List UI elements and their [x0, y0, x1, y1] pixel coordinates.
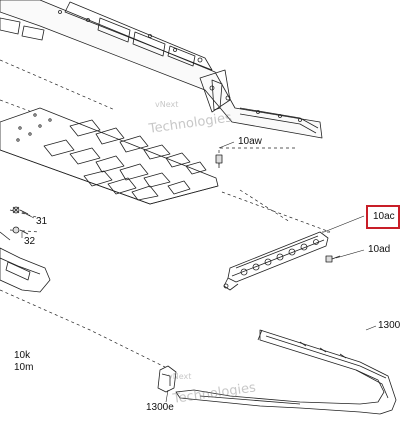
part-10ac	[223, 231, 329, 291]
callout-10k: 10k	[14, 350, 31, 361]
callout-10ad: 10ad	[368, 244, 391, 255]
bracket-1300e	[157, 365, 177, 393]
fastener-10ad	[325, 255, 341, 263]
fastener-10aw	[215, 154, 223, 168]
callout-1300: 1300	[378, 320, 400, 331]
callout-10ac: 10ac	[373, 211, 395, 222]
watermark-line1: vNext	[155, 100, 179, 109]
skid-plate	[0, 107, 219, 205]
callout-1300e: 1300e	[146, 402, 174, 413]
bumper-1300	[175, 329, 397, 415]
frame-rail	[0, 0, 323, 139]
hardware-31-32	[12, 206, 29, 235]
callout-10aw: 10aw	[238, 136, 262, 147]
watermark-upper: vNext	[155, 100, 178, 109]
leader-lines	[21, 141, 377, 403]
callout-10m: 10m	[14, 362, 34, 373]
callout-32: 32	[24, 236, 36, 247]
watermark-lower-line1: vNext	[168, 372, 192, 381]
watermark-lower: vNext	[168, 372, 191, 381]
callout-31: 31	[36, 216, 48, 227]
left-bracket	[0, 231, 51, 293]
highlight-box-10ac	[366, 205, 400, 229]
